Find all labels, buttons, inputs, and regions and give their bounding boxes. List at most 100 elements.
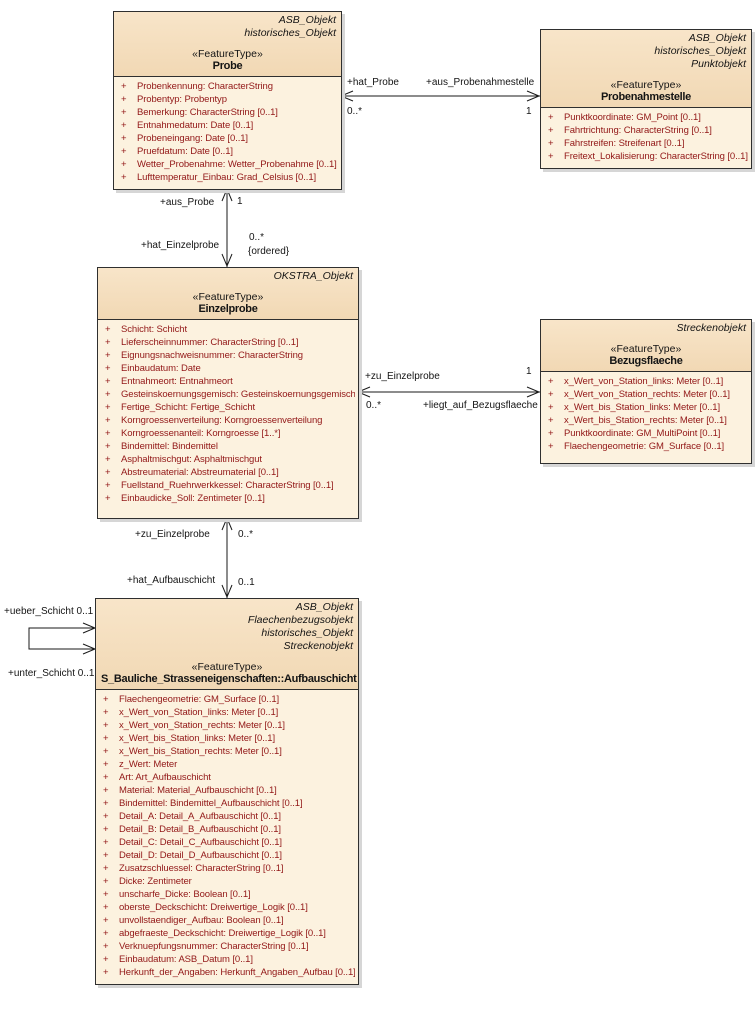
attribute-text: Punktkoordinate: GM_Point [0..1] bbox=[564, 112, 701, 123]
visibility-plus: + bbox=[103, 902, 109, 913]
role-label-zu-einzelprobe: +zu_Einzelprobe bbox=[365, 371, 440, 382]
visibility-plus: + bbox=[548, 138, 554, 149]
visibility-plus: + bbox=[103, 772, 109, 783]
multiplicity-label: 0..* bbox=[366, 400, 382, 411]
attribute-text: Fuellstand_Ruehrwerkkessel: CharacterStr… bbox=[121, 480, 334, 491]
attribute-text: Fahrstreifen: Streifenart [0..1] bbox=[564, 138, 685, 149]
attribute-row: +Material: Material_Aufbauschicht [0..1] bbox=[99, 784, 355, 797]
attribute-row: +Detail_D: Detail_D_Aufbauschicht [0..1] bbox=[99, 849, 355, 862]
visibility-plus: + bbox=[103, 889, 109, 900]
class-probe-attributes: +Probenkennung: CharacterString+Probenty… bbox=[114, 77, 341, 189]
class-bezugsflaeche-attributes: +x_Wert_von_Station_links: Meter [0..1]+… bbox=[541, 372, 751, 463]
visibility-plus: + bbox=[121, 81, 127, 92]
multiplicity-label: 0..1 bbox=[238, 577, 255, 588]
visibility-plus: + bbox=[548, 402, 554, 413]
visibility-plus: + bbox=[121, 94, 127, 105]
attribute-text: abgefraeste_Deckschicht: Dreiwertige_Log… bbox=[119, 928, 326, 939]
attribute-text: x_Wert_von_Station_rechts: Meter [0..1] bbox=[119, 720, 285, 731]
attribute-row: +Wetter_Probenahme: Wetter_Probenahme [0… bbox=[117, 158, 338, 171]
attribute-text: Detail_A: Detail_A_Aufbauschicht [0..1] bbox=[119, 811, 281, 822]
attribute-row: +Flaechengeometrie: GM_Surface [0..1] bbox=[99, 693, 355, 706]
attribute-text: Bemerkung: CharacterString [0..1] bbox=[137, 107, 278, 118]
attribute-text: oberste_Deckschicht: Dreiwertige_Logik [… bbox=[119, 902, 308, 913]
attribute-text: unscharfe_Dicke: Boolean [0..1] bbox=[119, 889, 251, 900]
attribute-row: +Fertige_Schicht: Fertige_Schicht bbox=[101, 401, 355, 414]
attribute-row: +Detail_A: Detail_A_Aufbauschicht [0..1] bbox=[99, 810, 355, 823]
attribute-row: +Lufttemperatur_Einbau: Grad_Celsius [0.… bbox=[117, 171, 338, 184]
class-name: S_Bauliche_Strasseneigenschaften::Aufbau… bbox=[101, 673, 357, 685]
attribute-text: Einbaudatum: ASB_Datum [0..1] bbox=[119, 954, 253, 965]
parent-type-label: ASB_Objekt bbox=[278, 14, 336, 26]
stereotype-label: «FeatureType» bbox=[610, 79, 682, 91]
multiplicity-label: 1 bbox=[526, 106, 532, 117]
attribute-row: + abgefraeste_Deckschicht: Dreiwertige_Lo… bbox=[99, 927, 355, 940]
attribute-text: Lufttemperatur_Einbau: Grad_Celsius [0..… bbox=[137, 172, 317, 183]
visibility-plus: + bbox=[105, 337, 111, 348]
attribute-row: +Verknuepfungsnummer: CharacterString [0… bbox=[99, 940, 355, 953]
attribute-text: Material: Material_Aufbauschicht [0..1] bbox=[119, 785, 277, 796]
attribute-text: x_Wert_bis_Station_rechts: Meter [0..1] bbox=[564, 415, 727, 426]
visibility-plus: + bbox=[105, 441, 111, 452]
parent-type-label: Streckenobjekt bbox=[676, 322, 746, 334]
attribute-row: +Flaechengeometrie: GM_Surface [0..1] bbox=[544, 440, 748, 453]
class-bezugsflaeche[interactable]: Streckenobjekt «FeatureType» Bezugsflaec… bbox=[540, 319, 752, 464]
visibility-plus: + bbox=[105, 454, 111, 465]
parent-type-label: Flaechenbezugsobjekt bbox=[247, 614, 353, 626]
visibility-plus: + bbox=[103, 798, 109, 809]
attribute-text: Zusatzschluessel: CharacterString [0..1] bbox=[119, 863, 284, 874]
visibility-plus: + bbox=[121, 146, 127, 157]
attribute-text: Abstreumaterial: Abstreumaterial [0..1] bbox=[121, 467, 279, 478]
attribute-text: Herkunft_der_Angaben: Herkunft_Angaben_A… bbox=[119, 967, 355, 978]
parent-type-label: historisches_Objekt bbox=[654, 45, 746, 57]
multiplicity-label: 0..* bbox=[249, 232, 265, 243]
class-bezugsflaeche-parents: Streckenobjekt bbox=[546, 322, 746, 335]
visibility-plus: + bbox=[103, 928, 109, 939]
attribute-text: Pruefdatum: Date [0..1] bbox=[137, 146, 233, 157]
open-arrowhead-east bbox=[526, 90, 541, 102]
class-name: Probe bbox=[212, 60, 243, 72]
attribute-row: +Dicke: Zentimeter bbox=[99, 875, 355, 888]
parent-type-label: ASB_Objekt bbox=[688, 32, 746, 44]
visibility-plus: + bbox=[103, 915, 109, 926]
attribute-row: +Eignungsnachweisnummer: CharacterString bbox=[101, 349, 355, 362]
association-aufbauschicht-self bbox=[28, 622, 97, 655]
visibility-plus: + bbox=[105, 467, 111, 478]
visibility-plus: + bbox=[105, 376, 111, 387]
attribute-row: + Pruefdatum: Date [0..1] bbox=[117, 145, 338, 158]
attribute-row: + oberste_Deckschicht: Dreiwertige_Logik … bbox=[99, 901, 355, 914]
class-name: Probenahmestelle bbox=[601, 91, 691, 103]
attribute-row: +Entnahmedatum: Date [0..1] bbox=[117, 119, 338, 132]
visibility-plus: + bbox=[105, 350, 111, 361]
attribute-row: +x_Wert_bis_Station_links: Meter [0..1] bbox=[544, 401, 748, 414]
attribute-row: +Bemerkung: CharacterString [0..1] bbox=[117, 106, 338, 119]
role-label-hat-aufbauschicht: +hat_Aufbauschicht bbox=[127, 575, 216, 586]
attribute-row: +Detail_B: Detail_B_Aufbauschicht [0..1] bbox=[99, 823, 355, 836]
attribute-text: z_Wert: Meter bbox=[119, 759, 178, 770]
class-name: Einzelprobe bbox=[198, 303, 258, 315]
stereotype-label: «FeatureType» bbox=[192, 48, 263, 60]
attribute-text: x_Wert_von_Station_links: Meter [0..1] bbox=[119, 707, 279, 718]
association-probe-einzelprobe bbox=[221, 187, 233, 268]
class-einzelprobe[interactable]: OKSTRA_Objekt «FeatureType» Einzelprobe … bbox=[97, 267, 359, 519]
visibility-plus: + bbox=[548, 376, 554, 387]
class-probenahmestelle-attributes: +Punktkoordinate: GM_Point [0..1]+Fahrtr… bbox=[541, 108, 751, 168]
attribute-text: x_Wert_bis_Station_links: Meter [0..1] bbox=[119, 733, 276, 744]
association-einzelprobe-aufbauschicht bbox=[221, 516, 233, 599]
attribute-text: Punktkoordinate: GM_MultiPoint [0..1] bbox=[564, 428, 721, 439]
attribute-text: Dicke: Zentimeter bbox=[119, 876, 192, 887]
visibility-plus: + bbox=[103, 967, 109, 978]
stereotype-label: «FeatureType» bbox=[610, 343, 682, 355]
visibility-plus: + bbox=[103, 759, 109, 770]
visibility-plus: + bbox=[105, 415, 111, 426]
attribute-row: +Schicht: Schicht bbox=[101, 323, 355, 336]
visibility-plus: + bbox=[103, 954, 109, 965]
